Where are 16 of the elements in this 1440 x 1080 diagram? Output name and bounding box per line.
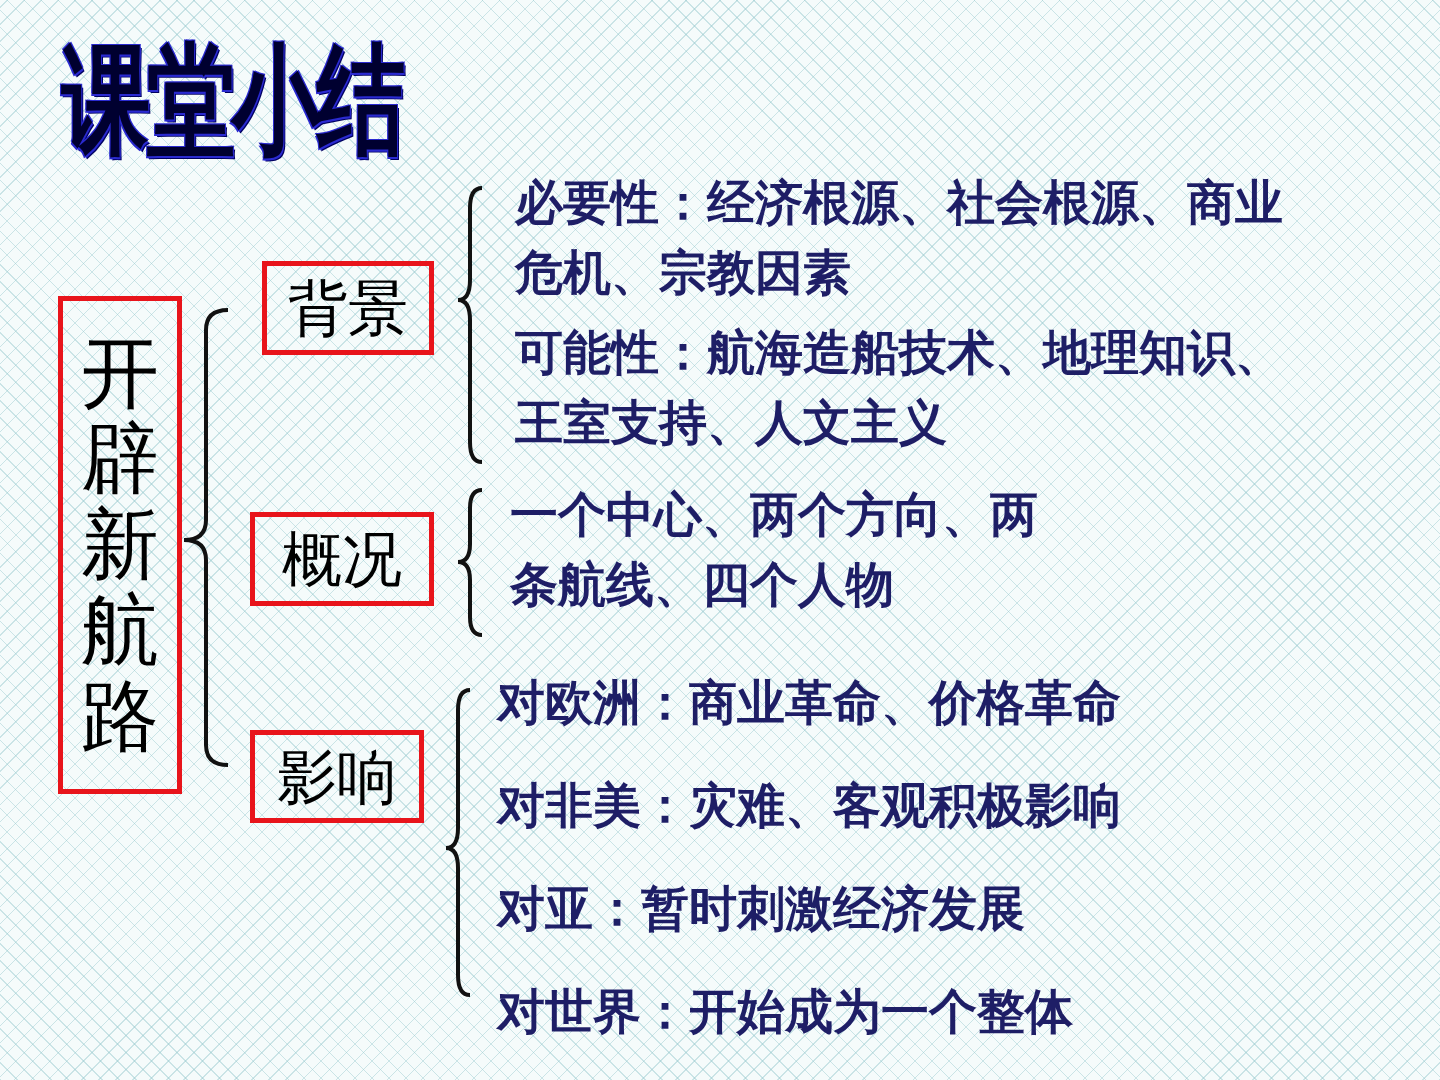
- category-box: [58, 296, 182, 794]
- summary-text: 必要性：经济根源、社会根源、商业危机、宗教因素: [515, 173, 1284, 302]
- summary-text: 对世界：开始成为一个整体: [497, 982, 1074, 1041]
- summary-text: 对非美：灾难、客观积极影响: [497, 776, 1122, 835]
- summary-text: 可能性：航海造船技术、地理知识、王室支持、人文主义: [515, 323, 1284, 452]
- category-box: [250, 512, 434, 606]
- node-label: 开辟新航路: [81, 330, 159, 760]
- summary-text: 对欧洲：商业革命、价格革命: [497, 673, 1122, 732]
- node-label: 影响: [277, 743, 397, 810]
- summary-text: 对亚：暂时刺激经济发展: [497, 879, 1026, 938]
- summary-text: 一个中心、两个方向、两条航线、四个人物: [510, 485, 1039, 614]
- category-box: [262, 261, 434, 355]
- node-label: 背景: [288, 275, 408, 341]
- category-box: [250, 730, 424, 823]
- node-label: 概况: [282, 526, 402, 592]
- slide-title: 课堂小结: [62, 36, 402, 167]
